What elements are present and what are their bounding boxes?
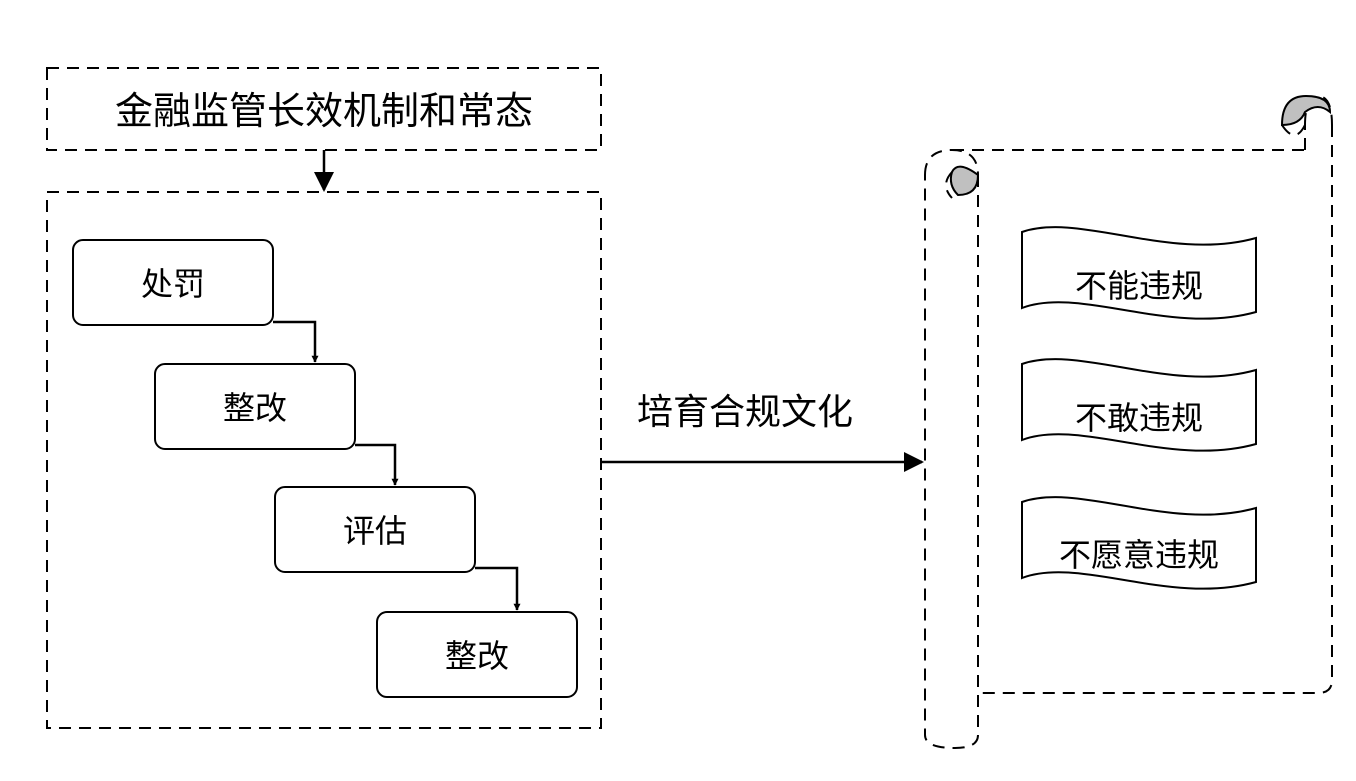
outcome-3-label: 不愿意违规 <box>1059 536 1219 574</box>
step-2-to-3-arrow <box>355 443 399 486</box>
step-4-label: 整改 <box>445 637 509 675</box>
connector-label: 培育合规文化 <box>637 392 853 433</box>
step-3: 评估 <box>274 486 476 573</box>
step-3-label: 评估 <box>343 512 407 550</box>
outcome-1: 不能违规 <box>1021 226 1257 320</box>
step-3-to-4-arrow <box>475 566 521 611</box>
step-2: 整改 <box>154 363 356 450</box>
outcome-3: 不愿意违规 <box>1021 496 1257 590</box>
process-container <box>46 191 602 729</box>
title-text: 金融监管长效机制和常态 <box>115 89 533 133</box>
step-1: 处罚 <box>72 239 274 326</box>
outcome-1-label: 不能违规 <box>1075 267 1203 305</box>
outcome-2: 不敢违规 <box>1021 358 1257 452</box>
title-box: 金融监管长效机制和常态 <box>46 67 602 151</box>
outcome-2-label: 不敢违规 <box>1075 399 1203 437</box>
step-2-label: 整改 <box>223 389 287 427</box>
step-1-label: 处罚 <box>141 265 205 303</box>
step-1-to-2-arrow <box>273 320 319 363</box>
scroll-shape <box>924 94 1333 750</box>
step-4: 整改 <box>376 611 578 698</box>
